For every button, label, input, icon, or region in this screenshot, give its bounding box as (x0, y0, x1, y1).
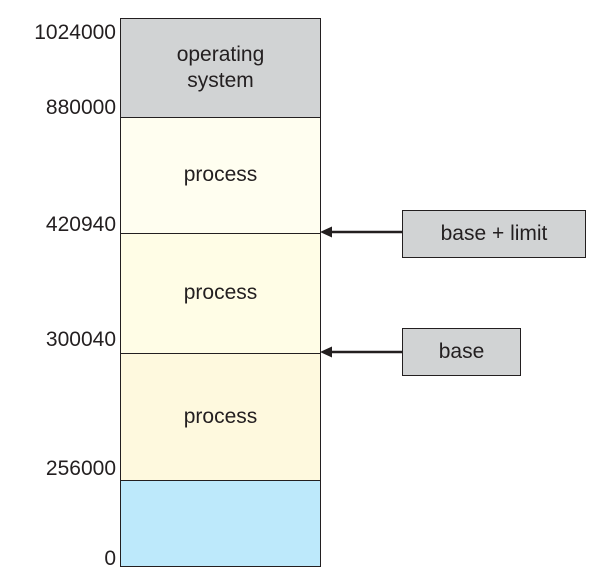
segment-label: process (183, 281, 258, 305)
operating-system-segment: operating system (121, 19, 320, 118)
base-label: base (438, 340, 485, 363)
process-segment-2: process (121, 234, 320, 354)
address-label-256000: 256000 (45, 457, 116, 480)
address-label-0: 0 (104, 547, 116, 570)
segment-label: process (183, 163, 258, 187)
base-limit-arrow (320, 226, 402, 238)
base-limit-box: base + limit (402, 210, 586, 258)
address-label-1024000: 1024000 (34, 21, 116, 44)
address-label-880000: 880000 (45, 96, 116, 119)
free-segment (121, 481, 320, 566)
process-segment-1: process (121, 118, 320, 234)
base-limit-label: base + limit (440, 222, 548, 245)
segment-label: operating system (176, 42, 265, 92)
base-box: base (402, 328, 521, 376)
process-segment-3: process (121, 354, 320, 481)
address-label-420940: 420940 (45, 213, 116, 236)
segment-label: process (183, 404, 258, 428)
address-label-300040: 300040 (45, 328, 116, 351)
base-arrow (320, 346, 402, 358)
memory-column: operating system process process process (120, 18, 321, 567)
